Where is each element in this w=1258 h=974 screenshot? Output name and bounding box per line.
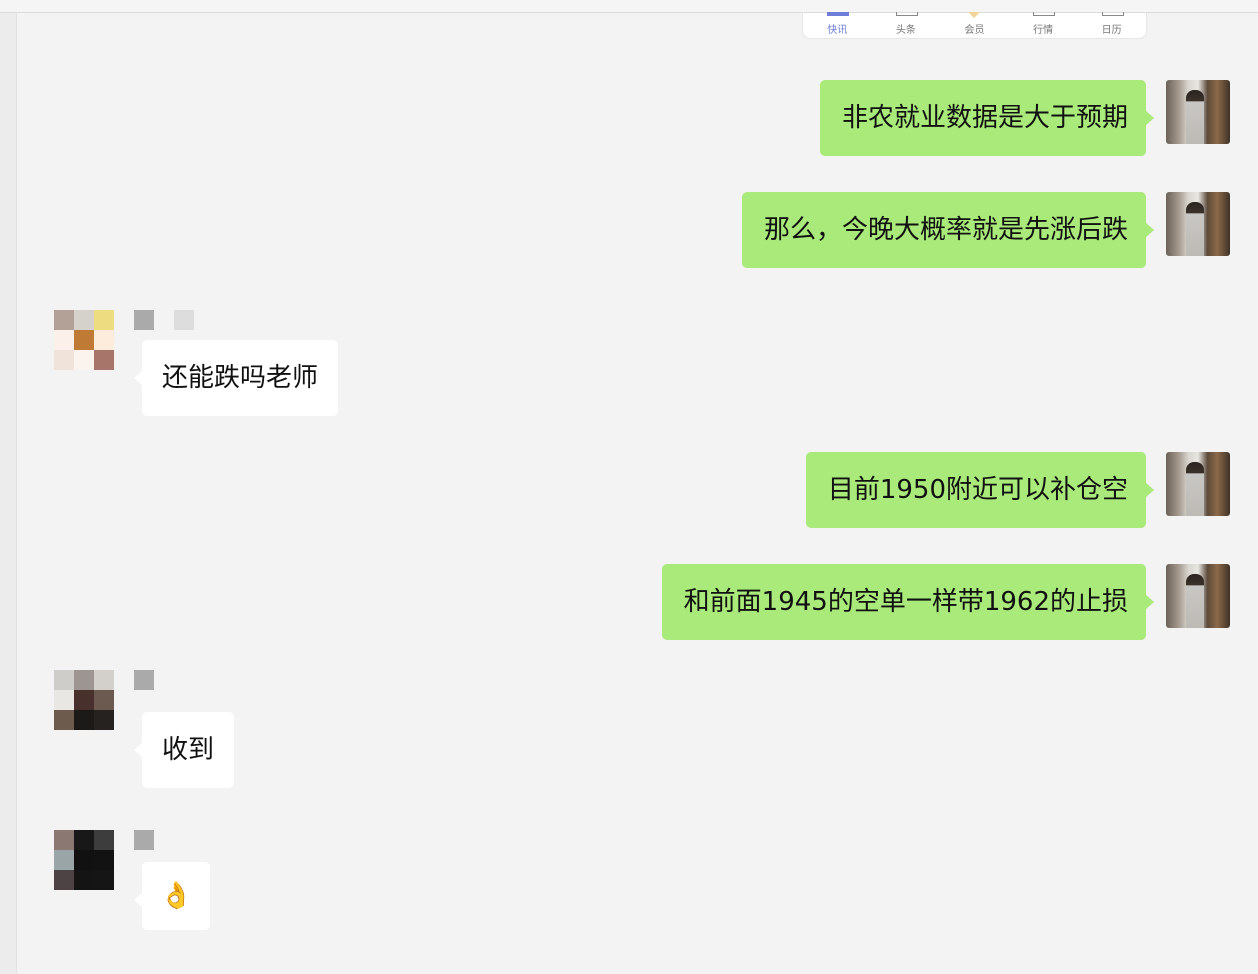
top-bar	[0, 0, 1258, 13]
avatar[interactable]	[1166, 452, 1230, 516]
message-bubble[interactable]: 那么，今晚大概率就是先涨后跌	[741, 192, 1155, 268]
avatar[interactable]	[1166, 192, 1230, 256]
sender-name-redacted	[174, 310, 194, 330]
left-panel-edge	[0, 0, 17, 974]
tab-headlines[interactable]: 头条	[872, 12, 941, 38]
message-bubble[interactable]: 非农就业数据是大于预期	[819, 80, 1155, 156]
sender-name-redacted	[134, 670, 154, 690]
avatar[interactable]	[54, 830, 114, 890]
tab-membership[interactable]: 会员	[940, 12, 1009, 38]
emoji-message-bubble[interactable]: 👌	[133, 862, 211, 930]
tab-calendar[interactable]: 日历	[1077, 12, 1146, 38]
tab-flash-news[interactable]: 快讯	[803, 12, 872, 38]
tab-quotes[interactable]: 行情	[1009, 12, 1078, 38]
message-bubble[interactable]: 收到	[133, 712, 235, 788]
sender-name-redacted	[134, 830, 154, 850]
sender-name-redacted	[134, 310, 154, 330]
avatar[interactable]	[1166, 80, 1230, 144]
avatar[interactable]	[1166, 564, 1230, 628]
news-tabs: 快讯 头条 会员 行情 日历	[802, 12, 1147, 39]
avatar[interactable]	[54, 310, 114, 370]
message-bubble[interactable]: 目前1950附近可以补仓空	[805, 452, 1155, 528]
message-bubble[interactable]: 还能跌吗老师	[133, 340, 339, 416]
message-bubble[interactable]: 和前面1945的空单一样带1962的止损	[661, 564, 1155, 640]
avatar[interactable]	[54, 670, 114, 730]
